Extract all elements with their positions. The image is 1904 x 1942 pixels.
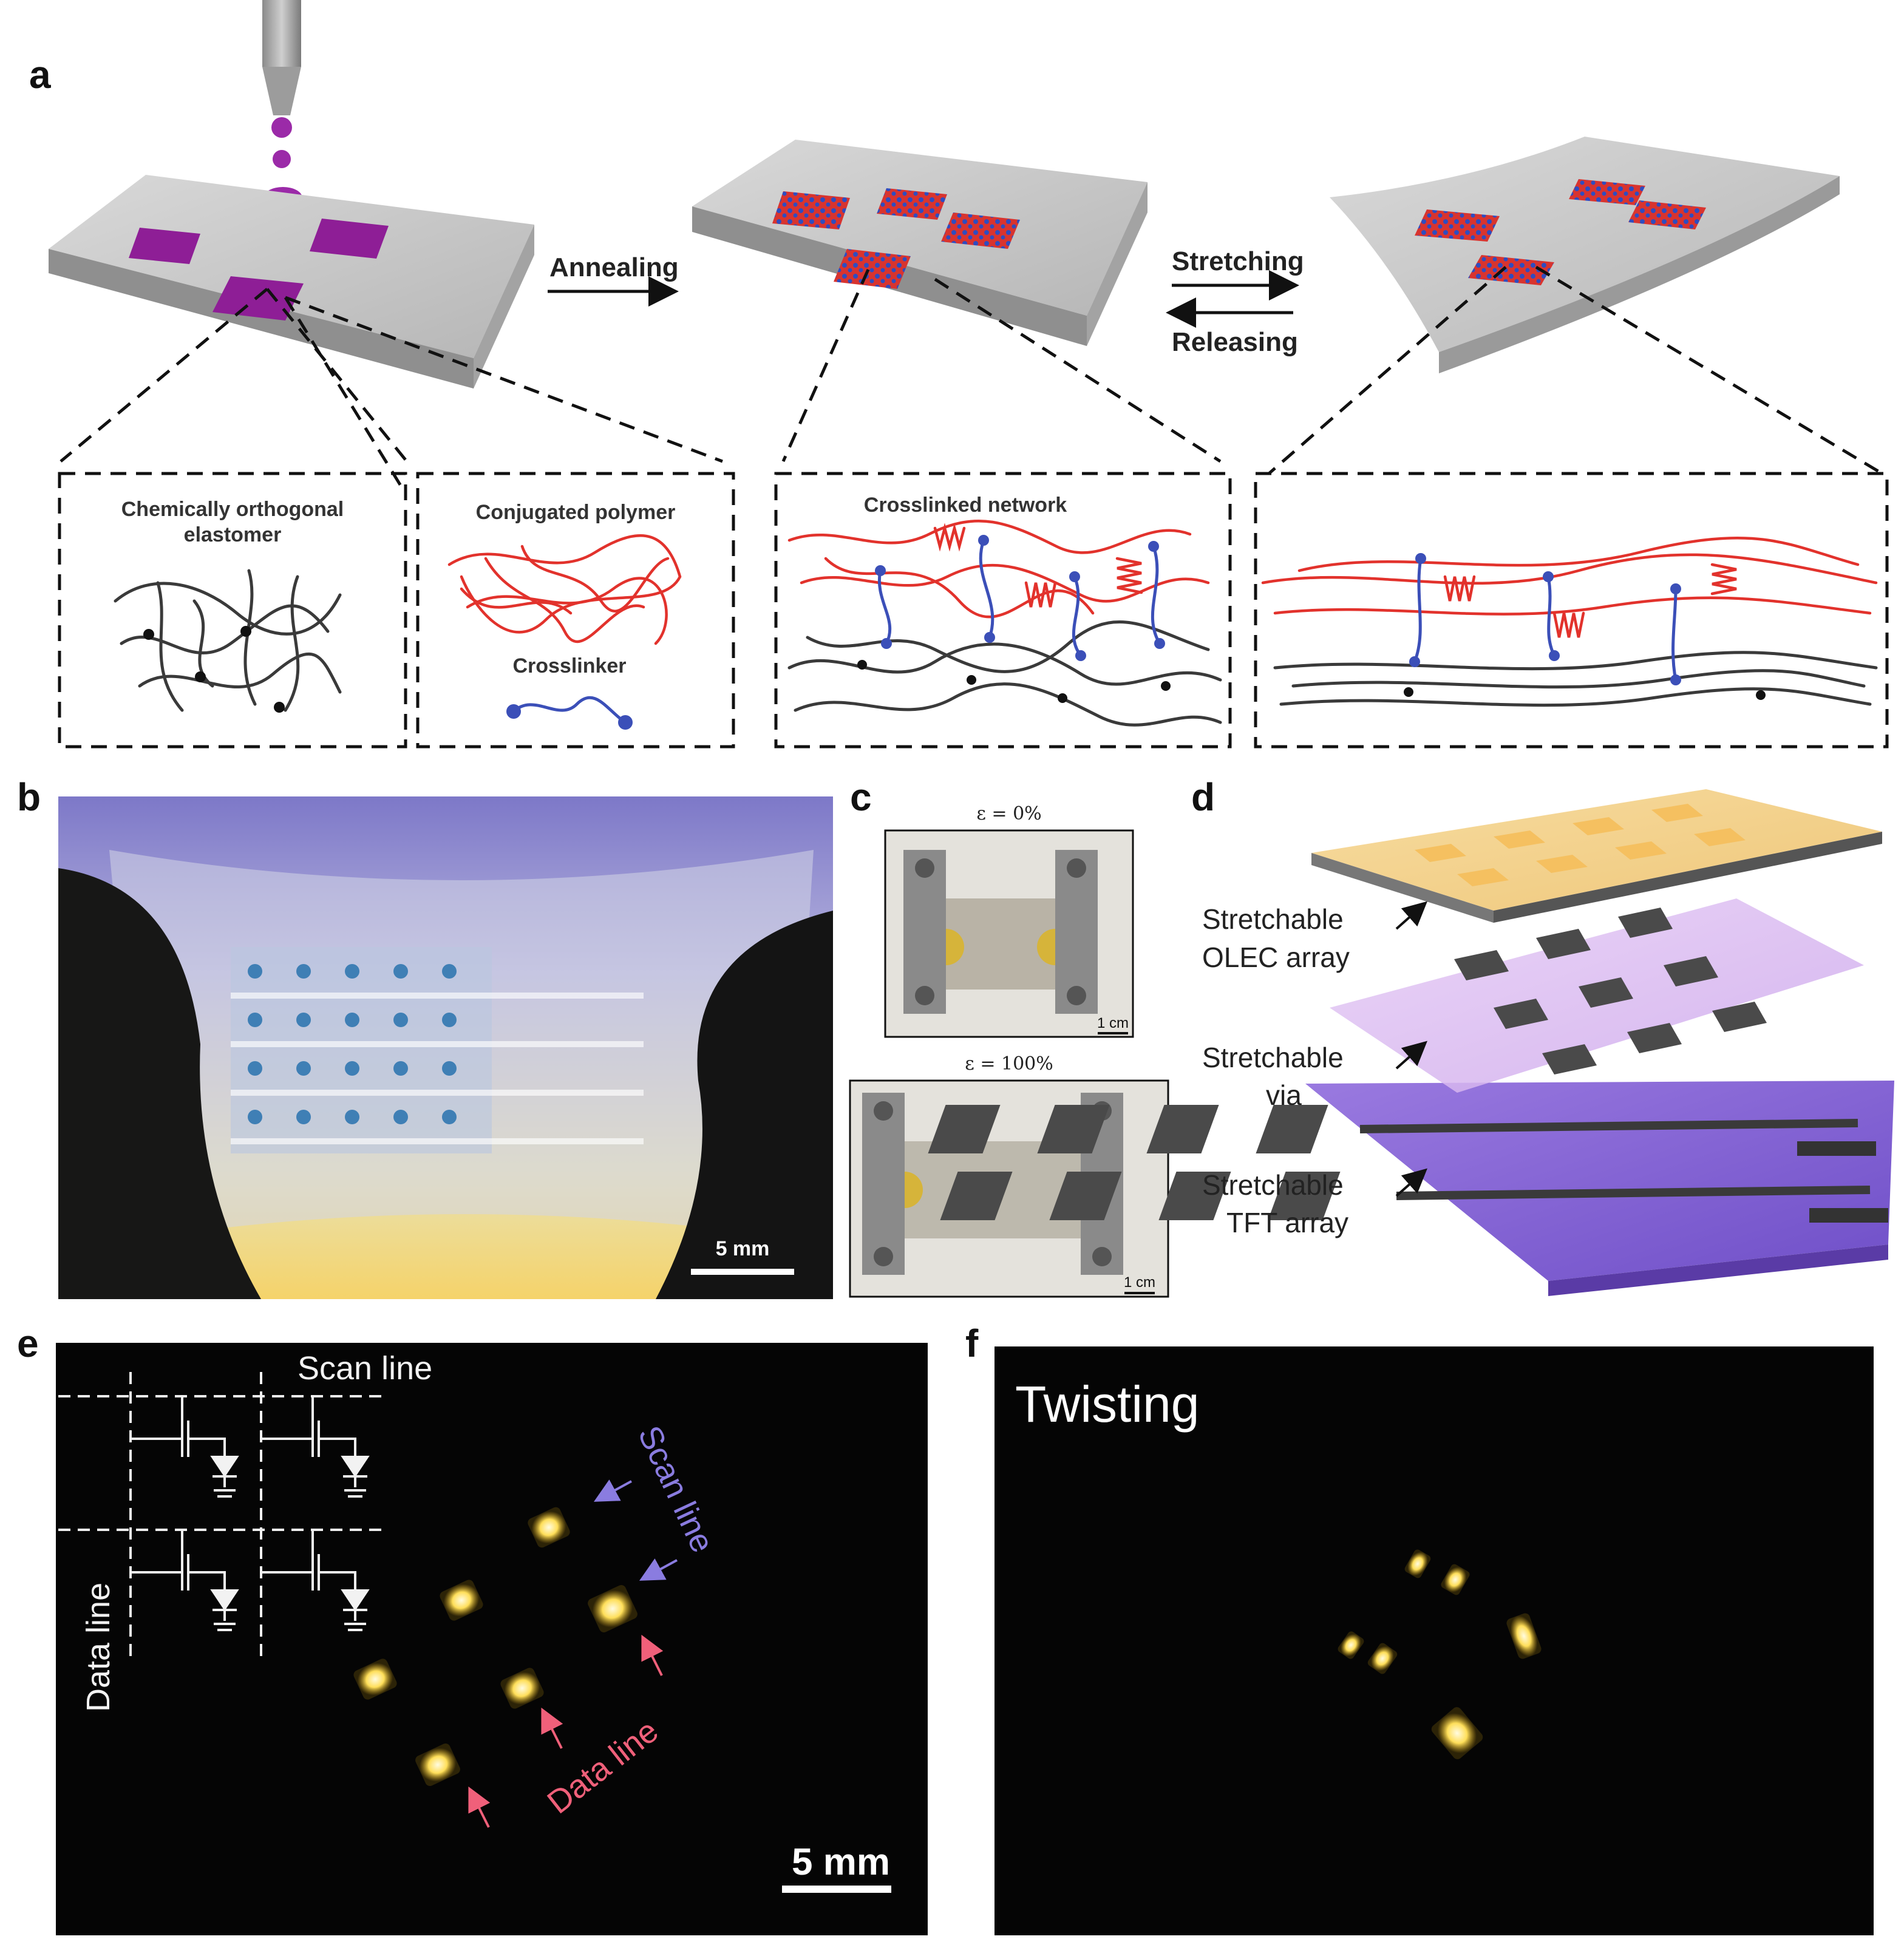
- tft-label-line1: Stretchable: [1202, 1169, 1344, 1201]
- ink-droplet-2: [273, 150, 291, 168]
- elastomer-title-line1: Chemically orthogonal: [121, 498, 344, 521]
- conjugated-polymer-box: Conjugated polymer Crosslinker: [416, 472, 735, 749]
- scale-label-b: 5 mm: [716, 1237, 770, 1260]
- annealing-label: Annealing: [549, 253, 679, 282]
- crosslinker-title: Crosslinker: [512, 654, 626, 677]
- panel-b: b 5 mm: [17, 775, 833, 1299]
- olec-label-line1: Stretchable: [1202, 903, 1344, 935]
- pixel-array: [231, 947, 644, 1153]
- scale-bar-e: [782, 1886, 891, 1893]
- photo-active-matrix: [56, 1343, 928, 1935]
- panel-label-c: c: [850, 775, 872, 819]
- scale-label-c-bottom: 1 cm: [1124, 1274, 1155, 1291]
- substrate-printed: [49, 175, 534, 389]
- twisting-title: Twisting: [1015, 1376, 1199, 1433]
- lit-pixels: [353, 1507, 638, 1786]
- crosslinked-network-title: Crosslinked network: [864, 494, 1067, 517]
- strain-label-top: ε = 0%: [976, 803, 1041, 824]
- substrate-annealed: [692, 140, 1148, 346]
- elastomer-box: Chemically orthogonal elastomer: [58, 472, 407, 749]
- scale-bar-b: [691, 1269, 794, 1275]
- panel-label-a: a: [29, 53, 51, 97]
- via-label-line2: via: [1266, 1079, 1302, 1111]
- right-finger: [656, 911, 833, 1299]
- olec-label-line2: OLEC array: [1202, 942, 1350, 973]
- polymer-pad: [129, 228, 200, 264]
- strain-label-bottom: ε = 100%: [965, 1053, 1053, 1075]
- panel-label-b: b: [17, 775, 41, 819]
- photo-twisting: [994, 1346, 1874, 1935]
- panel-label-f: f: [965, 1322, 979, 1365]
- panel-d: d: [928, 775, 1894, 1296]
- ink-droplet-1: [271, 117, 292, 138]
- tensile-clamp-0: [903, 850, 1098, 1014]
- panel-label-d: d: [1191, 775, 1215, 819]
- elastomer-title-line2: elastomer: [184, 523, 282, 546]
- data-line-label: Data line: [80, 1583, 117, 1712]
- substrate-stretched: [1330, 137, 1840, 373]
- releasing-label: Releasing: [1172, 327, 1298, 357]
- inkjet-nozzle: [262, 0, 302, 209]
- circuit-schematic: [58, 1372, 389, 1663]
- panel-a: a Annealing: [29, 0, 1889, 749]
- scan-line-label: Scan line: [298, 1350, 432, 1387]
- panel-label-e: e: [17, 1322, 39, 1365]
- left-finger: [58, 796, 261, 1299]
- panel-e: e: [17, 1322, 928, 1935]
- twisted-lit-pixels: [1338, 1549, 1542, 1759]
- scale-label-c-top: 1 cm: [1097, 1015, 1129, 1031]
- polymer-pad: [310, 219, 389, 259]
- stretched-network-box: [1254, 472, 1889, 749]
- tft-layer: [928, 1081, 1894, 1296]
- scale-label-e: 5 mm: [792, 1841, 890, 1883]
- stretching-label: Stretching: [1172, 246, 1304, 276]
- panel-f: f Twisting: [965, 1322, 1874, 1935]
- via-layer: [1330, 898, 1864, 1093]
- panel-c: c ε = 0% 1 cm ε = 100% 1 cm: [849, 775, 1169, 1298]
- tft-label-line2: TFT array: [1226, 1207, 1348, 1238]
- crosslinked-network-box: Crosslinked network: [774, 472, 1232, 749]
- via-label-line1: Stretchable: [1202, 1042, 1344, 1073]
- olec-layer: [1311, 789, 1882, 923]
- conjugated-polymer-title: Conjugated polymer: [476, 501, 676, 524]
